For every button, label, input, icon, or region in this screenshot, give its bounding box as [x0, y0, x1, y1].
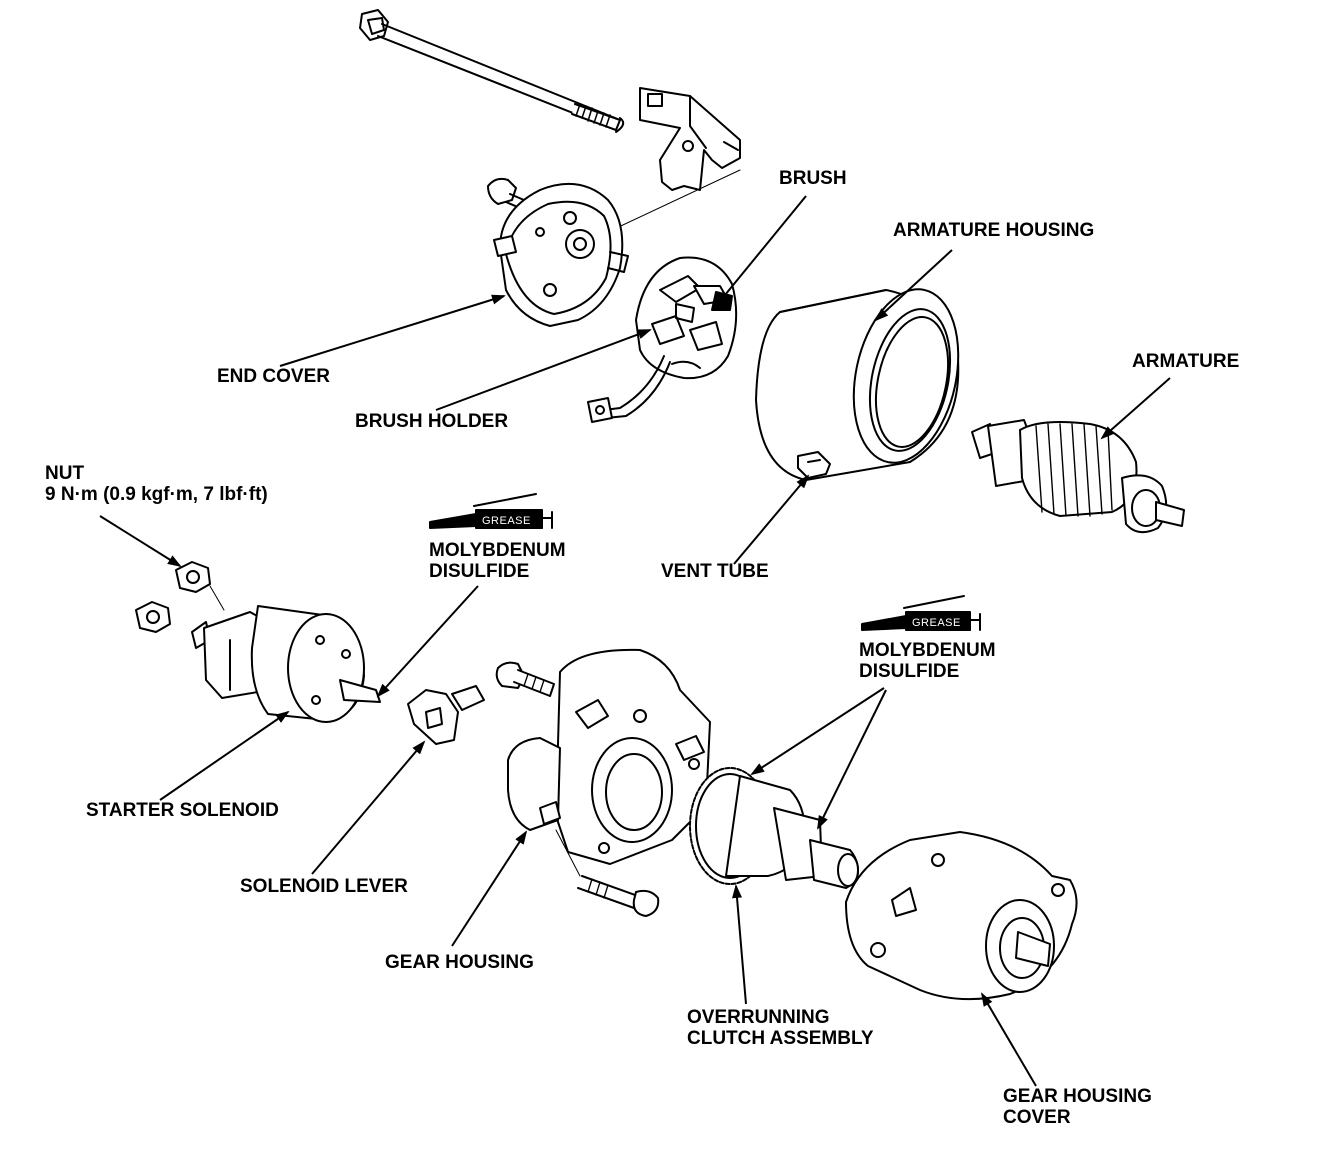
armature-housing-part: [755, 288, 960, 481]
label-moly-2-line1: MOLYBDENUM: [859, 640, 996, 661]
arrow-armature: [1100, 377, 1171, 440]
label-armature: ARMATURE: [1132, 351, 1240, 372]
arrow-moly-2b: [817, 689, 887, 830]
overrunning-clutch-part: [689, 767, 859, 889]
gear-housing-screw-lower: [577, 875, 660, 917]
arrow-overrunning: [732, 884, 747, 1005]
end-bracket: [639, 87, 741, 191]
gear-housing-cover-part: [845, 831, 1078, 1001]
label-nut: NUT: [45, 463, 85, 484]
starter-solenoid-part: [191, 605, 381, 723]
label-brush: BRUSH: [779, 168, 847, 189]
armature-part: [971, 419, 1185, 534]
grease-badge-2: GREASE: [912, 617, 961, 629]
grease-gun-1: [429, 493, 553, 529]
label-starter-solenoid: STARTER SOLENOID: [86, 800, 279, 821]
arrow-moly-2a: [750, 687, 885, 776]
vent-tube-part: [797, 451, 831, 479]
arrow-vent-tube: [733, 474, 810, 565]
solenoid-lever-part: [407, 685, 485, 745]
label-overrunning-line1: OVERRUNNING: [687, 1007, 830, 1028]
nut-upper: [175, 561, 211, 593]
brush-holder-part: [587, 256, 738, 423]
arrow-solenoid-lever: [311, 740, 426, 875]
end-cover-screw: [487, 177, 525, 209]
arrow-starter-solenoid: [159, 710, 290, 801]
label-gear-housing: GEAR HOUSING: [385, 952, 534, 973]
through-bolt: [359, 9, 625, 133]
label-moly-2-line2: DISULFIDE: [859, 661, 960, 682]
arrow-end-cover: [279, 294, 506, 367]
label-brush-holder: BRUSH HOLDER: [355, 411, 509, 432]
arrow-brush: [714, 195, 807, 308]
arrow-brush-holder: [435, 329, 652, 411]
arrow-gear-housing: [451, 830, 528, 947]
label-moly-1-line2: DISULFIDE: [429, 561, 530, 582]
grease-badge-1: GREASE: [482, 515, 531, 527]
label-gear-housing-cover-line1: GEAR HOUSING: [1003, 1086, 1152, 1107]
gear-housing-screw-upper: [495, 661, 555, 697]
arrow-moly-1: [376, 585, 479, 698]
arrow-nut: [99, 515, 182, 568]
label-solenoid-lever: SOLENOID LEVER: [240, 876, 408, 897]
arrow-armature-housing: [874, 249, 953, 322]
end-cover-part: [493, 183, 629, 327]
label-gear-housing-cover-line2: COVER: [1003, 1107, 1071, 1128]
label-end-cover: END COVER: [217, 366, 330, 387]
grease-gun-2: [861, 595, 981, 631]
label-vent-tube: VENT TUBE: [661, 561, 769, 582]
nut-lower: [135, 601, 171, 633]
label-armature-housing: ARMATURE HOUSING: [893, 220, 1095, 241]
label-moly-1-line1: MOLYBDENUM: [429, 540, 566, 561]
label-overrunning-line2: CLUTCH ASSEMBLY: [687, 1028, 874, 1049]
arrow-gear-housing-cover: [980, 992, 1037, 1087]
label-nut-torque: 9 N·m (0.9 kgf·m, 7 lbf·ft): [45, 484, 268, 505]
